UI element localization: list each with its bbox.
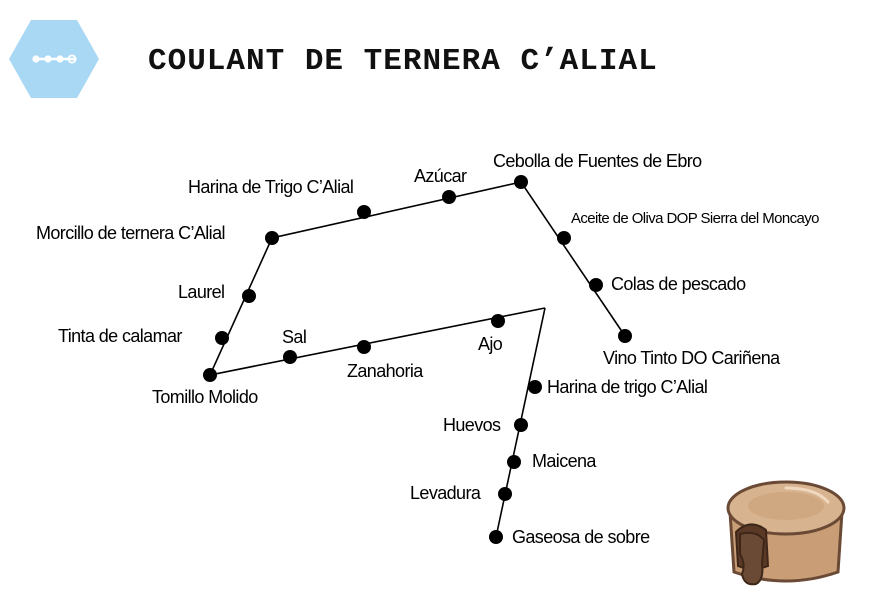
- stop-labels: Cebolla de Fuentes de Ebro Azúcar Harina…: [36, 151, 820, 547]
- stop-maicena: [507, 455, 521, 469]
- stop-colas: [589, 278, 603, 292]
- stop-huevos: [514, 418, 528, 432]
- label-morcillo: Morcillo de ternera C’Alial: [36, 223, 225, 243]
- coulant-highlight: [784, 486, 830, 504]
- chocolate-drip: [739, 531, 766, 586]
- stop-morcillo: [265, 231, 279, 245]
- stop-tomillo: [203, 368, 217, 382]
- label-harina-trigo: Harina de Trigo C’Alial: [188, 177, 353, 197]
- label-tomillo: Tomillo Molido: [152, 387, 258, 407]
- label-tinta: Tinta de calamar: [58, 326, 182, 346]
- stop-levadura: [498, 487, 512, 501]
- coulant-top-inner: [748, 492, 824, 520]
- stop-azucar: [442, 190, 456, 204]
- stop-ajo: [491, 314, 505, 328]
- stop-vino: [618, 329, 632, 343]
- stop-harina-trigo2: [528, 380, 542, 394]
- chocolate-coulant-icon: [726, 480, 846, 586]
- stop-aceite: [557, 231, 571, 245]
- stop-zanahoria: [357, 340, 371, 354]
- stop-gaseosa: [489, 530, 503, 544]
- label-harina-trigo2: Harina de trigo C’Alial: [547, 377, 707, 397]
- route-line-main: [208, 181, 626, 377]
- label-levadura: Levadura: [410, 483, 482, 503]
- label-cebolla: Cebolla de Fuentes de Ebro: [493, 151, 702, 171]
- label-zanahoria: Zanahoria: [347, 361, 424, 381]
- stop-tinta: [215, 331, 229, 345]
- label-huevos: Huevos: [443, 415, 501, 435]
- stop-sal: [283, 350, 297, 364]
- label-ajo: Ajo: [478, 334, 503, 354]
- metro-line-icon: [32, 54, 77, 64]
- stop-laurel: [242, 289, 256, 303]
- label-maicena: Maicena: [532, 451, 597, 471]
- route-stops: [203, 175, 632, 544]
- label-azucar: Azúcar: [414, 166, 467, 186]
- label-sal: Sal: [282, 327, 306, 347]
- label-colas: Colas de pescado: [611, 274, 746, 294]
- label-vino: Vino Tinto DO Cariñena: [603, 348, 781, 368]
- logo-hexagon: [9, 20, 99, 98]
- stop-cebolla: [514, 175, 528, 189]
- stop-harina-trigo: [357, 205, 371, 219]
- page-title: COULANT DE TERNERA C’ALIAL: [148, 44, 658, 79]
- label-aceite: Aceite de Oliva DOP Sierra del Moncayo: [571, 210, 819, 227]
- label-laurel: Laurel: [178, 282, 224, 302]
- label-gaseosa: Gaseosa de sobre: [512, 527, 650, 547]
